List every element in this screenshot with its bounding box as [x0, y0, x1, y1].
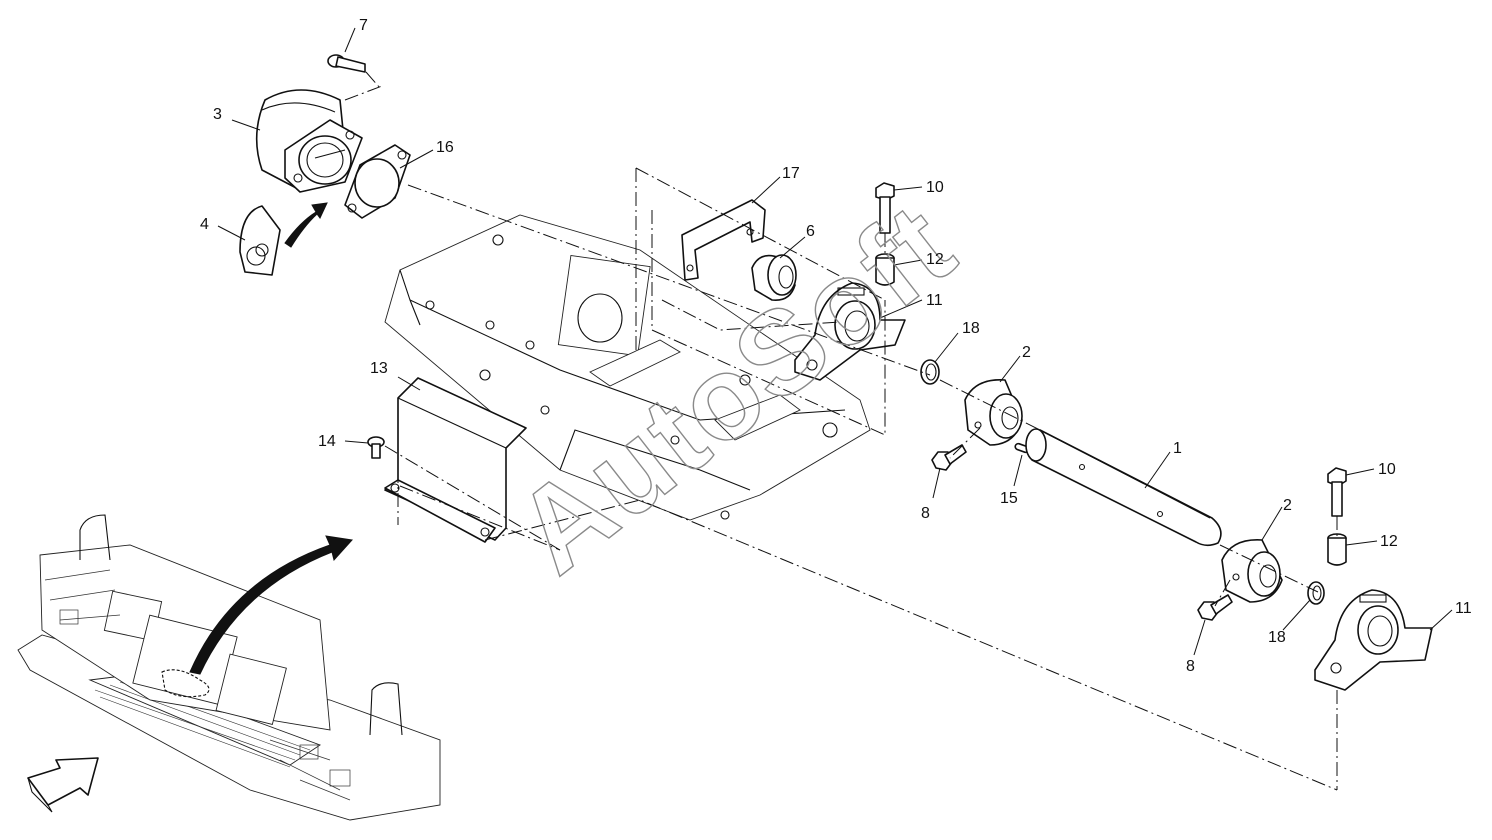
assembly-center-lines [344, 85, 1338, 791]
direction-arrow-small [284, 202, 328, 248]
view-direction-arrow [27, 757, 99, 806]
collar-upper [964, 379, 1023, 446]
bolt-14 [367, 436, 385, 459]
bearing-block-upper [794, 282, 906, 381]
bolt-10-lower [1327, 467, 1347, 517]
spacer-12-upper [875, 253, 895, 286]
callout-4: 4 [200, 216, 209, 233]
shaft [1025, 428, 1222, 547]
callout-11-upper: 11 [926, 292, 943, 309]
callout-6: 6 [806, 223, 815, 240]
circlip-18-lower [1307, 581, 1325, 605]
callout-15: 15 [1000, 490, 1018, 507]
leader-lines [217, 27, 1453, 656]
callout-8-upper: 8 [921, 505, 930, 522]
callout-3: 3 [213, 106, 222, 123]
callout-18-upper: 18 [962, 320, 980, 337]
hydraulic-motor [255, 89, 363, 193]
callout-12-upper: 12 [926, 251, 944, 268]
bracket [681, 199, 766, 281]
mounting-frame [384, 214, 871, 521]
callout-14: 14 [318, 433, 336, 450]
callout-1: 1 [1173, 440, 1182, 457]
bolt-10-upper [875, 182, 895, 234]
callout-2-lower: 2 [1283, 497, 1292, 514]
coupling-element [239, 205, 281, 276]
callout-10-upper: 10 [926, 179, 944, 196]
callout-8-lower: 8 [1186, 658, 1195, 675]
spacer-12-lower [1327, 533, 1347, 566]
callout-2-upper: 2 [1022, 344, 1031, 361]
callout-labels: 7 3 16 4 17 6 10 12 11 18 2 13 14 1 8 15… [200, 17, 1472, 675]
callout-17: 17 [782, 165, 800, 182]
callout-7: 7 [359, 17, 368, 34]
callout-11-lower: 11 [1455, 600, 1472, 617]
collar-lower [1221, 539, 1283, 603]
callout-16: 16 [436, 139, 454, 156]
callout-10-lower: 10 [1378, 461, 1396, 478]
circlip-18-upper [920, 359, 940, 385]
paver-overview [17, 514, 441, 821]
bearing-block-lower [1314, 589, 1433, 691]
bolt-8-lower [1197, 594, 1233, 621]
bolt-7 [327, 54, 381, 89]
bushing [751, 254, 797, 302]
callout-13: 13 [370, 360, 388, 377]
gasket [344, 144, 411, 219]
callout-12-lower: 12 [1380, 533, 1398, 550]
location-arrow-large [189, 535, 353, 675]
bolt-8-upper [931, 444, 967, 471]
callout-18-lower: 18 [1268, 629, 1286, 646]
